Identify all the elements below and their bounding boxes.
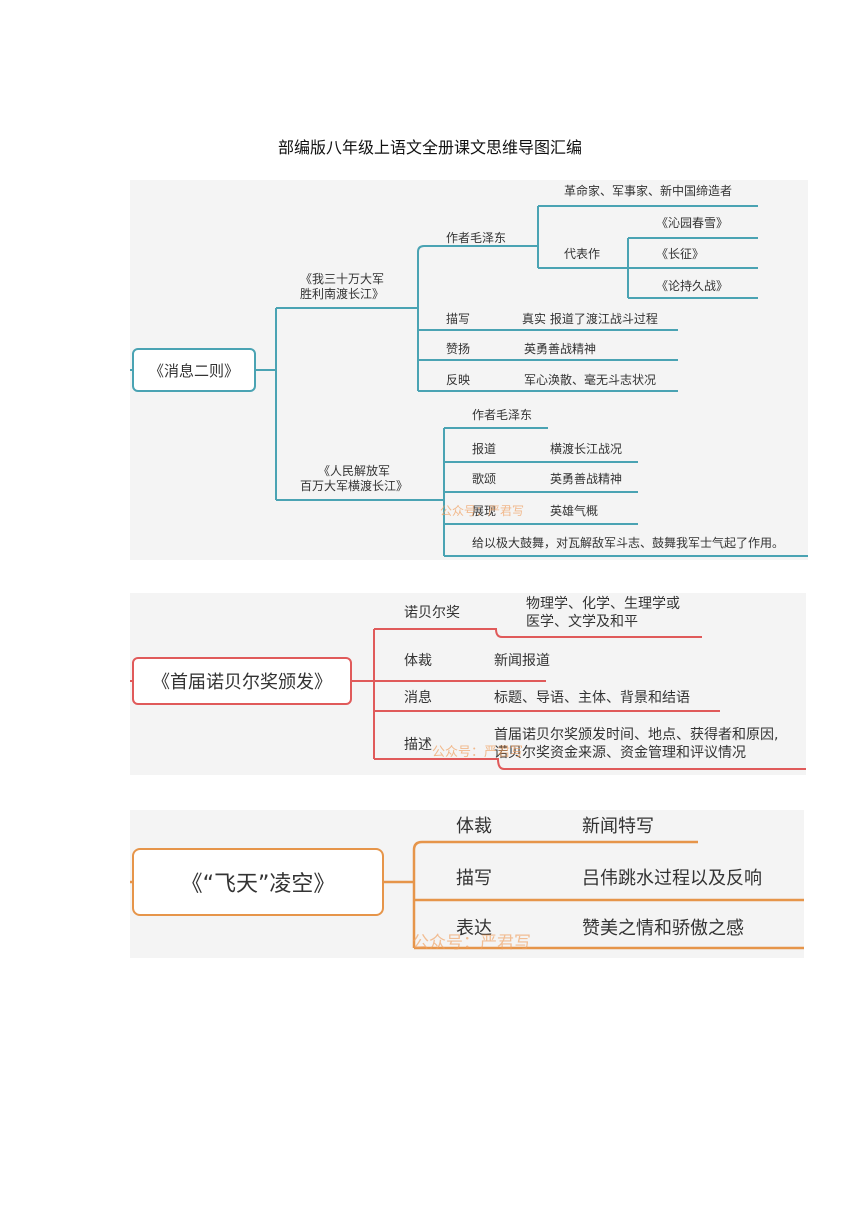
author-label: 作者毛泽东: [446, 231, 507, 245]
article2-title: 《人民解放军 百万大军横渡长江》: [300, 464, 408, 494]
sing-value: 英勇善战精神: [550, 472, 623, 486]
page-title: 部编版八年级上语文全册课文思维导图汇编: [277, 138, 582, 157]
genre-label: 体裁: [404, 653, 432, 669]
watermark: 公众号：严君写: [440, 504, 525, 518]
describe-value-line1: 首届诺贝尔奖颁发时间、地点、获得者和原因,: [494, 727, 779, 743]
nobel-value: 物理学、化学、生理学或 医学、文学及和平: [526, 596, 680, 631]
genre-value: 新闻特写: [582, 816, 654, 837]
watermark: 公众号：严君写: [432, 745, 524, 760]
express-value: 赞美之情和骄傲之感: [582, 918, 744, 939]
report-value: 横渡长江战况: [550, 442, 623, 456]
root-nobel: 《首届诺贝尔奖颁发》: [132, 657, 352, 705]
watermark: 公众号：严君写: [412, 933, 531, 953]
sing-label: 歌颂: [472, 472, 497, 486]
root-feitian: 《“飞天”凌空》: [132, 848, 384, 916]
mindmap-feitian: 《“飞天”凌空》 体裁 新闻特写 描写 吕伟跳水过程以及反响 表达 赞美之情和骄…: [130, 810, 804, 958]
mindmap-news-two: 《消息二则》 《我三十万大军 胜利南渡长江》 作者毛泽东 革命家、军事家、新中国…: [130, 180, 808, 560]
report-label: 报道: [472, 442, 497, 456]
article2-title-line2: 百万大军横渡长江》: [300, 479, 409, 493]
work-item: 《长征》: [656, 247, 705, 261]
root-news-two: 《消息二则》: [132, 348, 256, 392]
news-label: 消息: [404, 690, 432, 706]
describe-value: 吕伟跳水过程以及反响: [582, 868, 762, 889]
work-item: 《论持久战》: [656, 279, 729, 293]
genre-value: 新闻报道: [494, 653, 550, 669]
describe-label: 描写: [456, 868, 492, 889]
nobel-value-line1: 物理学、化学、生理学或: [526, 596, 680, 612]
express-label: 表达: [456, 918, 492, 939]
describe-value: 首届诺贝尔奖颁发时间、地点、获得者和原因, 诺贝尔奖资金来源、资金管理和评议情况: [494, 727, 778, 762]
author2-label: 作者毛泽东: [472, 408, 533, 422]
reflect-label: 反映: [446, 373, 471, 387]
identity-value: 革命家、军事家、新中国缔造者: [564, 184, 733, 198]
mindmap-news-two-lines: [130, 205, 808, 557]
work-item: 《沁园春雪》: [656, 216, 729, 230]
root-news-two-label: 《消息二则》: [148, 361, 239, 380]
article1-title: 《我三十万大军 胜利南渡长江》: [300, 272, 384, 302]
root-nobel-label: 《首届诺贝尔奖颁发》: [152, 672, 332, 693]
describe-label: 描写: [446, 312, 471, 326]
mindmap-feitian-lines: [130, 840, 804, 950]
reflect-value: 军心涣散、毫无斗志状况: [524, 373, 657, 387]
show-value: 英雄气概: [550, 504, 599, 518]
describe-label: 描述: [404, 737, 432, 753]
root-feitian-label: 《“飞天”凌空》: [180, 872, 336, 897]
nobel-value-line2: 医学、文学及和平: [526, 613, 638, 630]
article1-title-line2: 胜利南渡长江》: [300, 287, 385, 301]
describe-value-line2: 诺贝尔奖资金来源、资金管理和评议情况: [494, 744, 746, 761]
article1-title-line1: 《我三十万大军: [300, 272, 385, 286]
works-label: 代表作: [564, 247, 601, 261]
mindmap-nobel-lines: [130, 628, 806, 770]
mindmap-nobel: 《首届诺贝尔奖颁发》 诺贝尔奖 物理学、化学、生理学或 医学、文学及和平 体裁 …: [130, 593, 806, 775]
article2-title-line1: 《人民解放军: [318, 464, 391, 478]
praise-label: 赞扬: [446, 342, 471, 356]
describe-value: 真实 报道了渡江战斗过程: [522, 312, 658, 326]
praise-value: 英勇善战精神: [524, 342, 597, 356]
show-label: 展现: [472, 504, 497, 518]
effect-value: 给以极大鼓舞，对瓦解敌军斗志、鼓舞我军士气起了作用。: [472, 536, 785, 550]
news-value: 标题、导语、主体、背景和结语: [494, 690, 690, 706]
nobel-label: 诺贝尔奖: [404, 605, 460, 621]
genre-label: 体裁: [456, 816, 492, 837]
